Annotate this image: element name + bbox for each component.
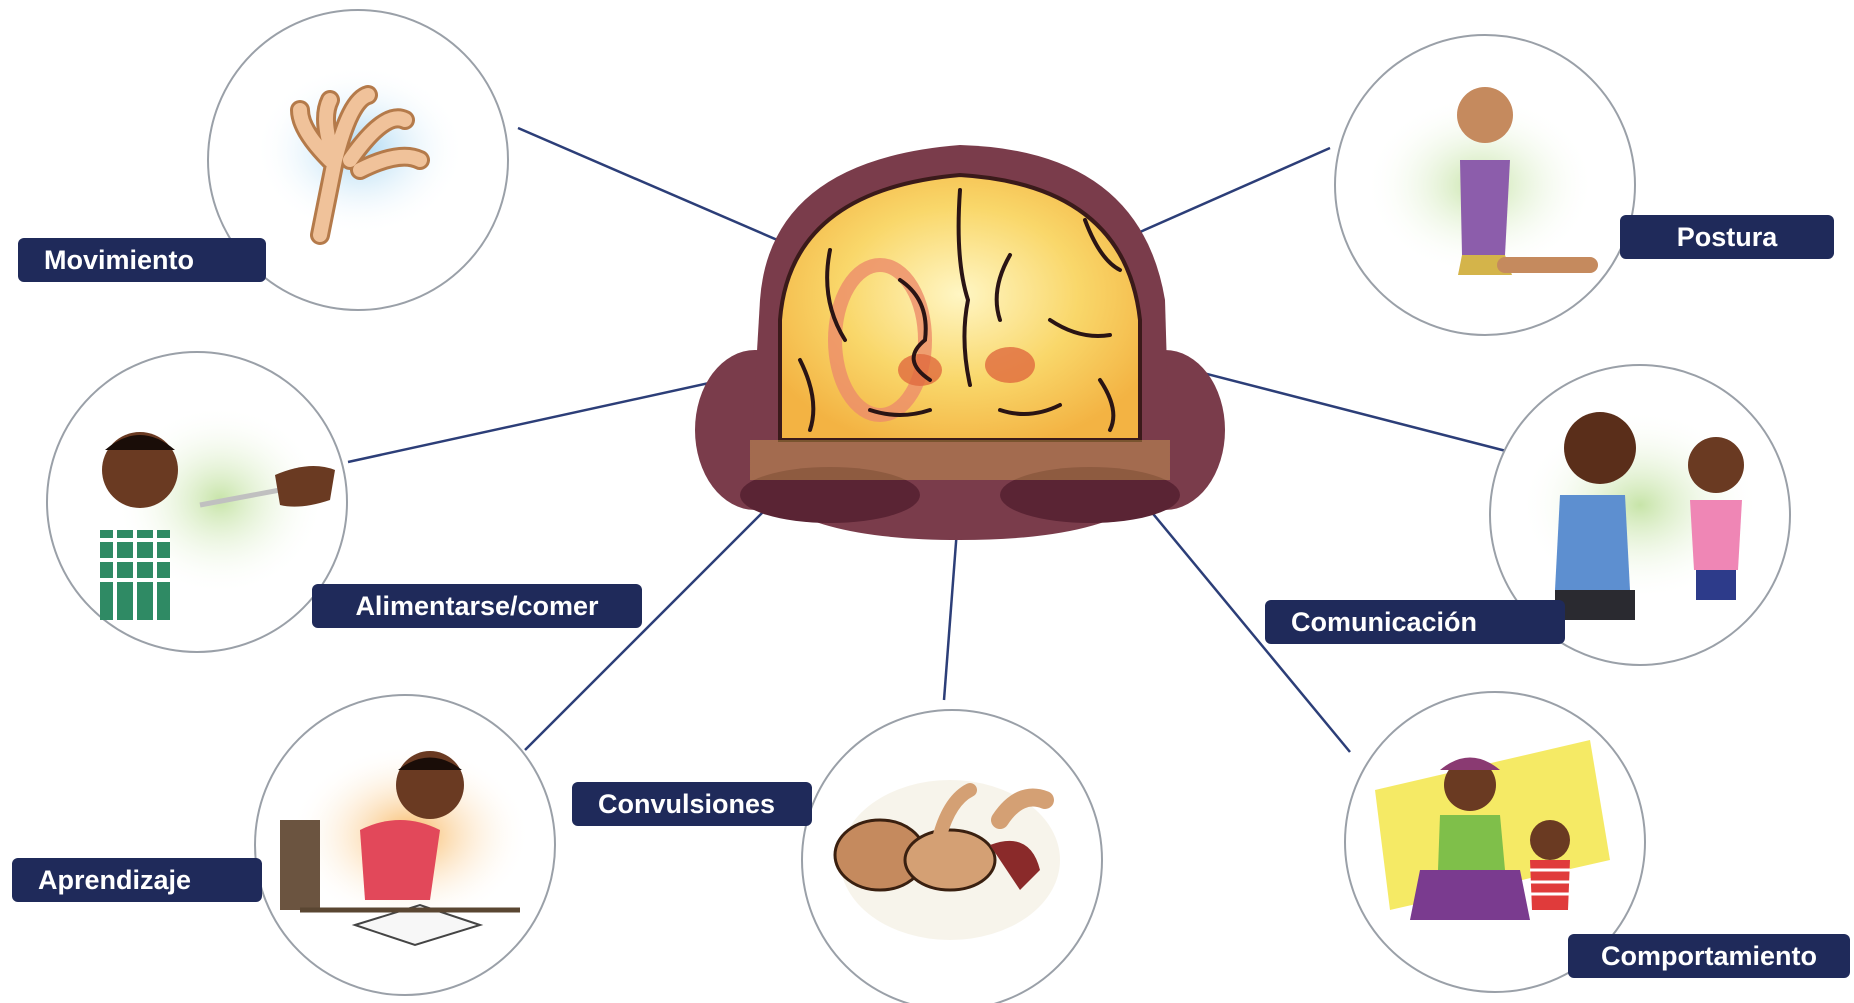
circle-movimiento [207,9,509,311]
label-comportamiento: Comportamiento [1568,934,1850,978]
circle-aprendizaje [254,694,556,996]
circle-comunicacion [1489,364,1791,666]
label-aprendizaje: Aprendizaje [12,858,262,902]
circle-alimentarse [46,351,348,653]
connector-lines [347,126,1511,753]
label-convulsiones: Convulsiones [572,782,812,826]
circle-comportamiento [1344,691,1646,993]
label-movimiento: Movimiento [18,238,266,282]
label-postura: Postura [1620,215,1834,259]
head-brain-illustration [695,145,1225,540]
label-comunicacion: Comunicación [1265,600,1565,644]
circle-postura [1334,34,1636,336]
label-alimentarse-comer: Alimentarse/comer [312,584,642,628]
circle-convulsiones [801,709,1103,1003]
